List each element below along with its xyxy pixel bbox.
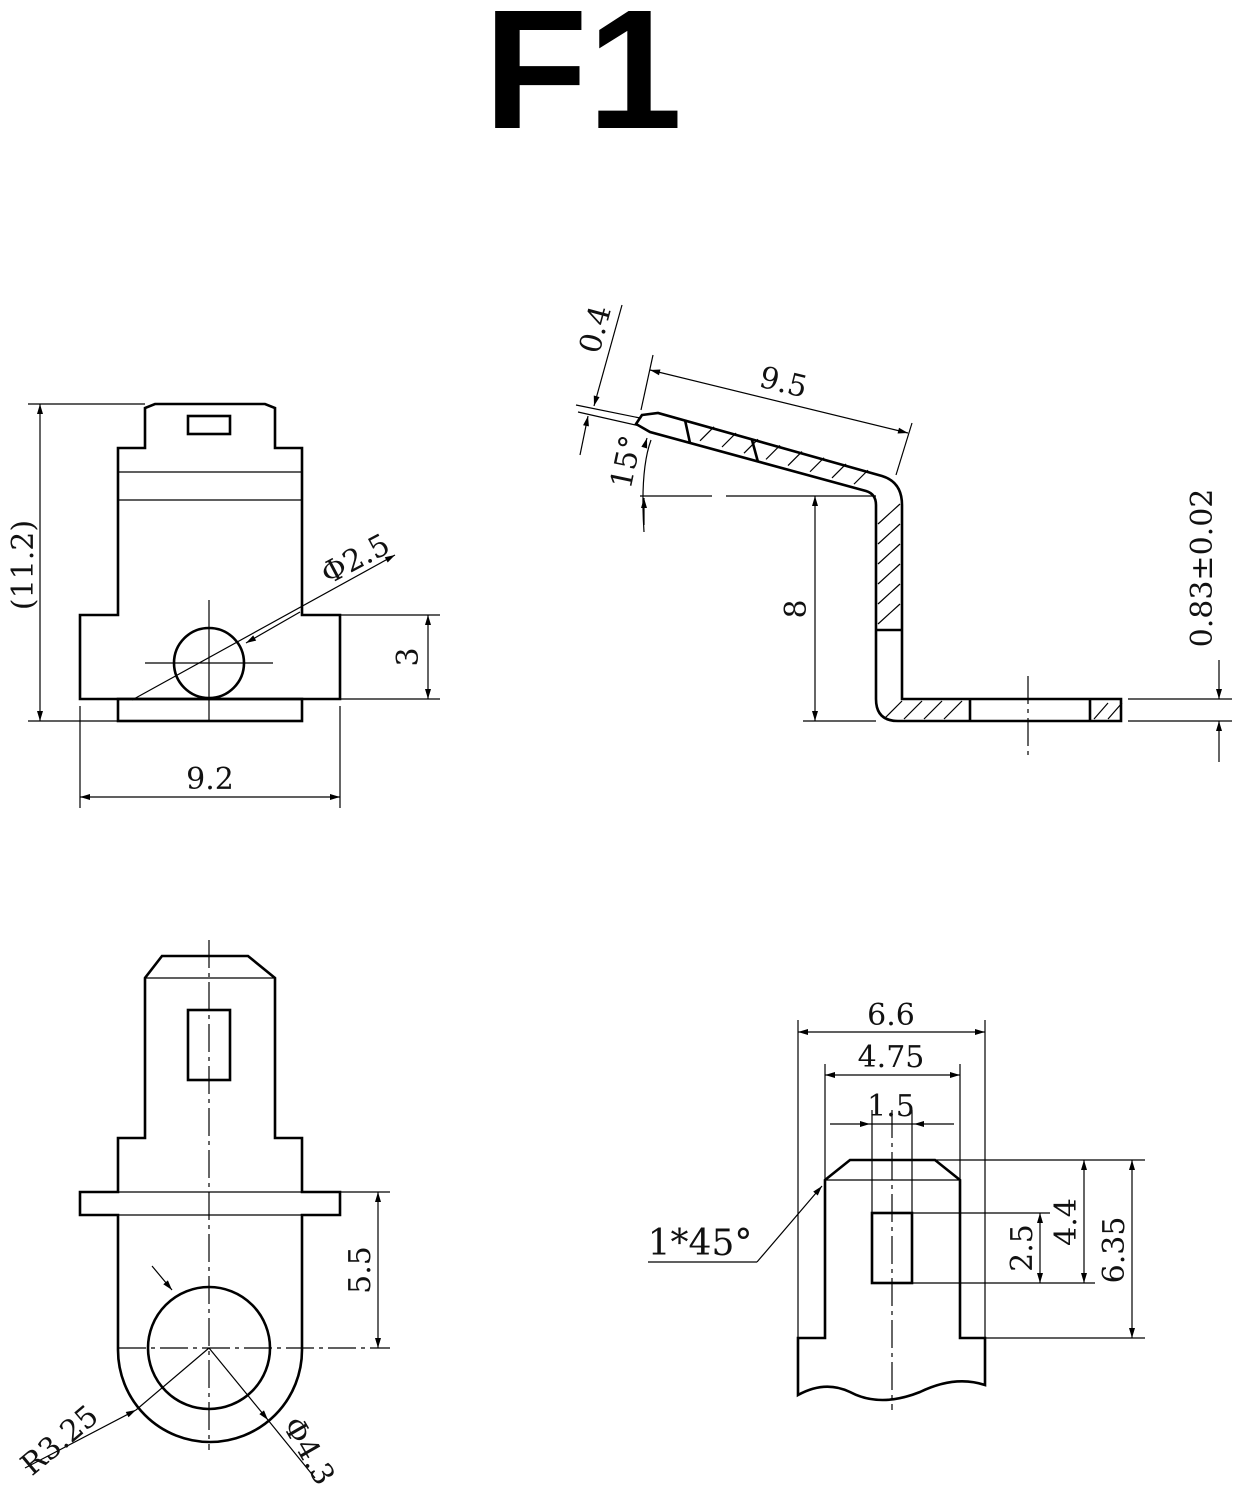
hatch-line — [877, 503, 901, 525]
dim-hole-offset: 3 — [391, 647, 426, 666]
dim-bend-angle: 15° — [604, 432, 649, 491]
top-view — [24, 940, 390, 1479]
front-view — [28, 402, 440, 808]
dim-slot-width: 1.5 — [867, 1089, 915, 1124]
hatch-line — [877, 563, 901, 585]
hatch-line — [877, 523, 901, 545]
hatch-line — [831, 463, 847, 479]
drawing-title: F1 — [484, 0, 682, 165]
dim-hole-dia: Φ2.5 — [315, 527, 395, 592]
hatching-bottom — [883, 700, 1123, 720]
hatch-line — [809, 457, 825, 473]
hatch-line — [883, 700, 903, 720]
dim-ring-hole-dia: Φ4.3 — [275, 1411, 341, 1491]
dim-tip-thickness: 0.4 — [573, 302, 619, 357]
dim-tab-width-inner: 4.75 — [858, 1040, 925, 1075]
hatch-line — [787, 451, 803, 466]
dim-width: 9.2 — [186, 762, 234, 797]
hatch-line — [877, 583, 901, 605]
dim-upper-length: 9.5 — [756, 360, 811, 406]
side-view — [575, 304, 1232, 762]
dim-ring-offset: 5.5 — [343, 1246, 378, 1294]
dim-ring-radius: R3.25 — [14, 1399, 105, 1483]
hatching-vertical — [877, 503, 901, 625]
hatch-line — [699, 426, 715, 442]
hatch-line — [853, 469, 869, 485]
dim-height-ref: (11.2) — [6, 520, 41, 610]
hatch-line — [1107, 702, 1123, 720]
hatch-line — [923, 700, 943, 720]
dim-vertical-height: 8 — [779, 599, 814, 618]
dim-chamfer: 1*45° — [648, 1223, 753, 1264]
dim-material-thickness: 0.83±0.02 — [1185, 489, 1220, 648]
hatching-upper-arm — [699, 426, 869, 485]
hatch-line — [877, 603, 901, 625]
hatch-line — [721, 432, 737, 448]
hatch-line — [903, 700, 923, 720]
hatch-line — [1093, 702, 1109, 720]
hatch-line — [943, 700, 963, 720]
dim-tab-width-outer: 6.6 — [867, 998, 915, 1033]
hatch-line — [877, 543, 901, 565]
dim-slot-length: 2.5 — [1005, 1224, 1040, 1272]
tab-detail — [648, 1020, 1145, 1410]
hatch-line — [765, 444, 781, 460]
dim-slot-offset: 4.4 — [1049, 1198, 1084, 1246]
hatch-line — [743, 438, 759, 454]
dim-tab-length: 6.35 — [1097, 1217, 1132, 1284]
